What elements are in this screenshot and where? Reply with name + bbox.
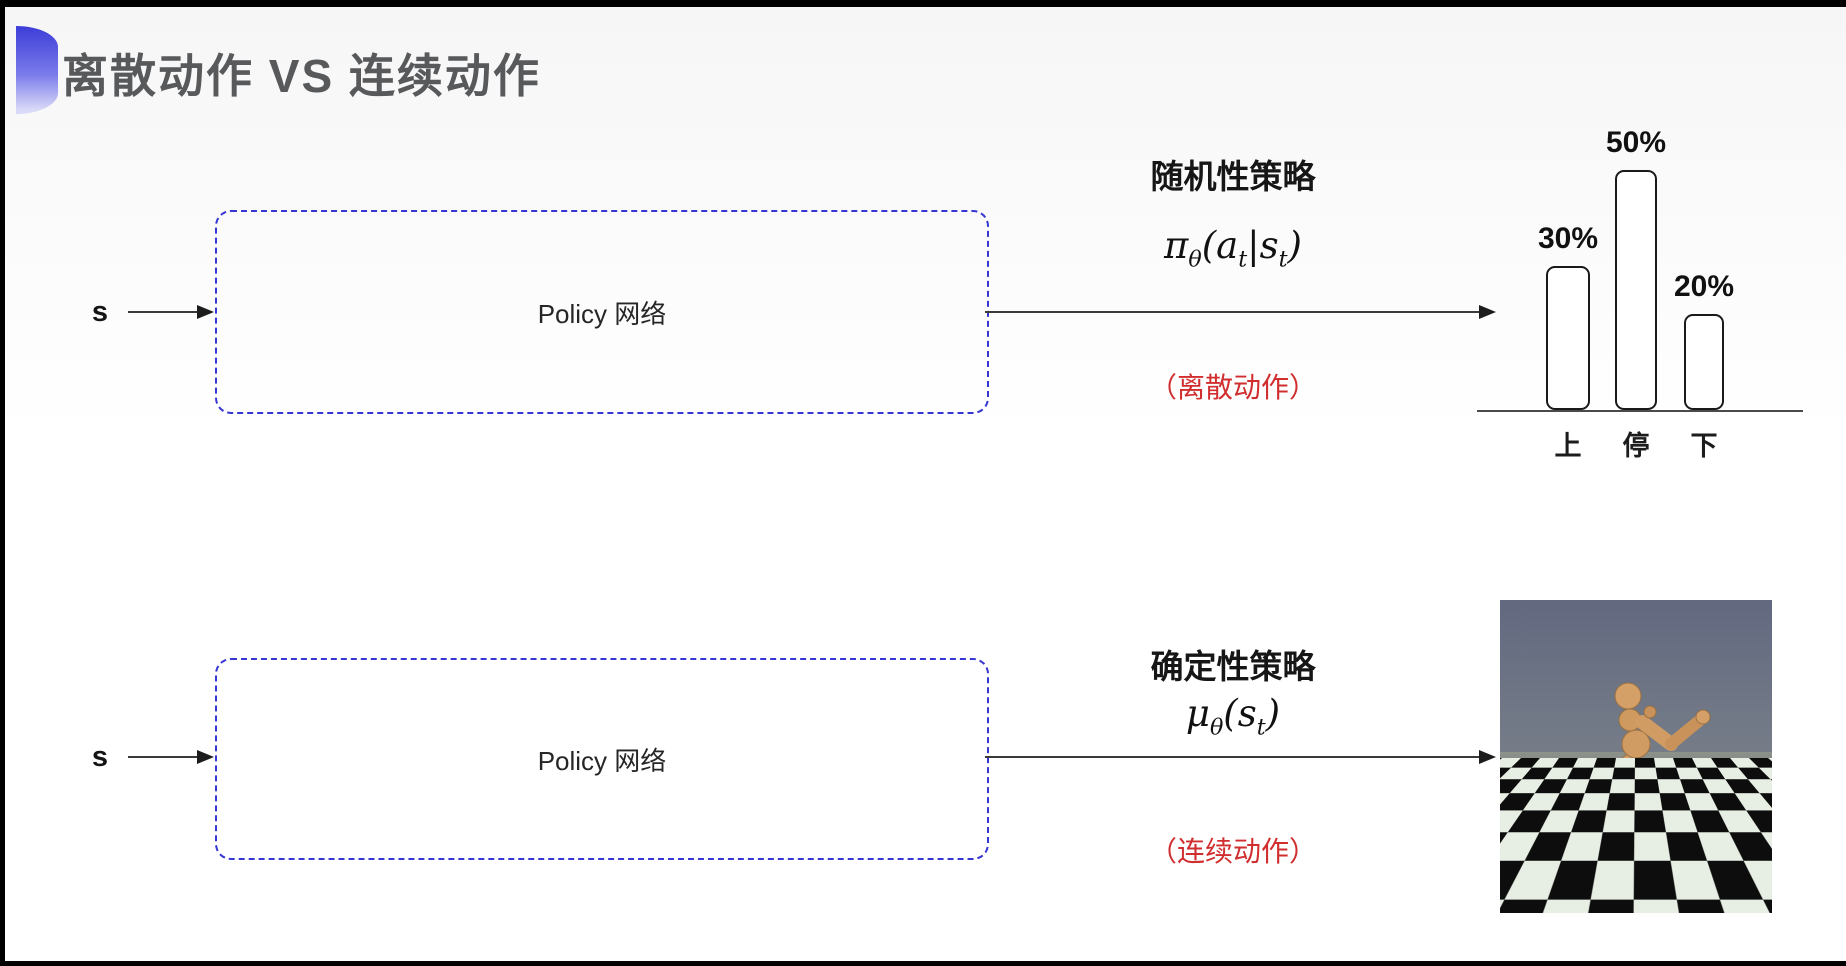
state-to-policy-arrow-top (128, 305, 214, 319)
state-input-label-bottom: s (91, 741, 109, 773)
bar-value-label: 20% (1673, 270, 1735, 303)
state-input-label-top: s (91, 296, 109, 328)
policy-network-box-top: Policy 网络 (215, 210, 989, 414)
policy-network-box-bottom: Policy 网络 (215, 658, 989, 860)
formula-symbol: π (1164, 224, 1189, 267)
bottom-border (0, 961, 1846, 966)
deterministic-policy-formula: μθ(st) (1058, 692, 1408, 740)
policy-network-label-bottom: Policy 网络 (537, 745, 667, 776)
formula-arg-subscript: t (1238, 246, 1248, 273)
title-accent-icon (16, 26, 58, 114)
formula-symbol: μ (1185, 692, 1210, 735)
bar-category-label: 上 (1554, 431, 1582, 461)
formula-close: ) (1287, 224, 1302, 267)
formula-subscript: θ (1188, 246, 1202, 273)
formula-arg: (a (1201, 224, 1239, 267)
bar-category-label: 停 (1622, 431, 1650, 461)
state-to-policy-arrow-bottom (128, 750, 214, 764)
stochastic-policy-formula: πθ(at|st) (1058, 224, 1408, 272)
humanoid-robot-image (1500, 600, 1772, 913)
probability-bar (1615, 170, 1657, 410)
bar-value-label: 50% (1605, 126, 1667, 159)
probability-bar (1684, 314, 1724, 410)
formula-subscript: θ (1209, 714, 1224, 741)
formula-arg-subscript2: t (1278, 246, 1288, 273)
policy-to-output-arrow-bottom (985, 750, 1496, 764)
slide-title: 离散动作 VS 连续动作 (62, 50, 541, 102)
bar-value-label: 30% (1537, 222, 1599, 255)
discrete-action-note: （离散动作） (1148, 372, 1317, 403)
stochastic-policy-title: 随机性策略 (1150, 158, 1316, 195)
continuous-action-note: （连续动作） (1148, 836, 1317, 867)
deterministic-policy-title: 确定性策略 (1150, 648, 1316, 685)
probability-bar (1546, 266, 1590, 410)
formula-arg: (s (1223, 692, 1257, 735)
bar-category-label: 下 (1690, 431, 1718, 461)
formula-mid: |s (1247, 224, 1279, 267)
policy-to-output-arrow-top (985, 305, 1496, 319)
top-border (0, 0, 1846, 7)
action-probability-chart: 30% 上 50% 停 20% 下 (1477, 110, 1807, 470)
formula-close: ) (1265, 692, 1281, 735)
left-border (0, 0, 5, 966)
humanoid-robot-figure (1572, 682, 1718, 909)
policy-network-label-top: Policy 网络 (537, 298, 667, 329)
chart-baseline (1477, 410, 1803, 412)
formula-arg-subscript: t (1256, 714, 1266, 741)
